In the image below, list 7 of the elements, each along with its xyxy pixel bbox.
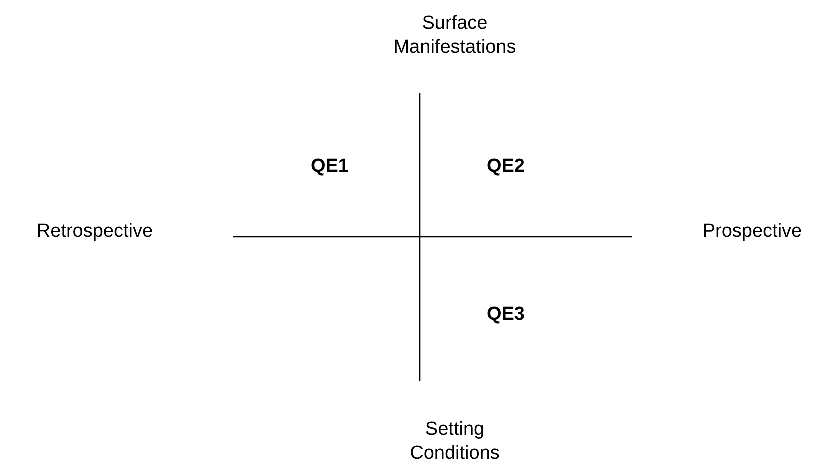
axis-label: Prospective: [702, 220, 802, 244]
axis-label: Surface Manifestations: [392, 12, 518, 60]
axis-label: Setting Conditions: [409, 418, 501, 466]
quadrant-label: QE3: [486, 303, 526, 327]
axis-label: Retrospective: [36, 220, 154, 244]
quadrant-label: QE1: [310, 155, 350, 179]
quadrant-label: QE2: [486, 155, 526, 179]
